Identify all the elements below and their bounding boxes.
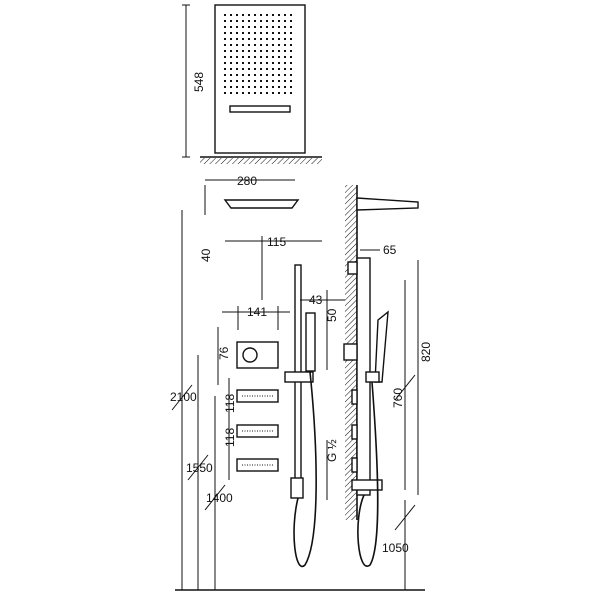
dim-1550: 1550 xyxy=(186,355,213,590)
dim-820: 820 xyxy=(417,260,433,495)
shower-head-side xyxy=(223,199,300,209)
dim-760: 760 xyxy=(391,280,416,490)
svg-text:2100: 2100 xyxy=(170,390,197,404)
dim-label: 548 xyxy=(192,72,206,92)
svg-text:40: 40 xyxy=(199,248,213,262)
dim-76: 76 xyxy=(217,327,231,385)
svg-text:280: 280 xyxy=(237,174,257,188)
svg-text:760: 760 xyxy=(391,388,405,408)
svg-text:G ½: G ½ xyxy=(325,439,339,462)
slide-rail xyxy=(284,264,317,568)
svg-text:118: 118 xyxy=(223,428,237,447)
dim-40: 40 xyxy=(199,185,213,262)
svg-text:1400: 1400 xyxy=(206,491,233,505)
dim-280: 280 xyxy=(205,174,295,188)
svg-text:141: 141 xyxy=(247,305,267,319)
shower-column xyxy=(343,257,389,567)
dim-43: 43 xyxy=(300,293,345,307)
svg-text:1050: 1050 xyxy=(382,541,409,555)
ceiling-panel xyxy=(200,4,322,164)
svg-text:65: 65 xyxy=(383,243,397,257)
dim-50: 50 xyxy=(325,290,339,370)
svg-text:115: 115 xyxy=(267,235,286,249)
dim-141: 141 xyxy=(222,305,290,330)
svg-text:43: 43 xyxy=(309,293,323,307)
svg-text:820: 820 xyxy=(419,342,433,362)
svg-text:50: 50 xyxy=(325,308,339,322)
svg-text:1550: 1550 xyxy=(186,461,213,475)
dim-thread: G ½ xyxy=(325,439,339,500)
dim-115: 115 xyxy=(225,235,322,300)
svg-text:118: 118 xyxy=(223,394,237,413)
dim-1400: 1400 xyxy=(204,396,233,590)
dim-1050: 1050 xyxy=(382,500,416,590)
dim-548: 548 xyxy=(182,4,206,158)
svg-text:76: 76 xyxy=(217,346,231,360)
thermostatic-control xyxy=(236,341,279,369)
body-jets xyxy=(236,389,279,472)
dim-118: 118 118 118 xyxy=(223,378,237,480)
dim-65: 65 xyxy=(360,243,397,257)
dim-2100: 2100 xyxy=(170,210,197,590)
shower-arm xyxy=(356,197,419,211)
